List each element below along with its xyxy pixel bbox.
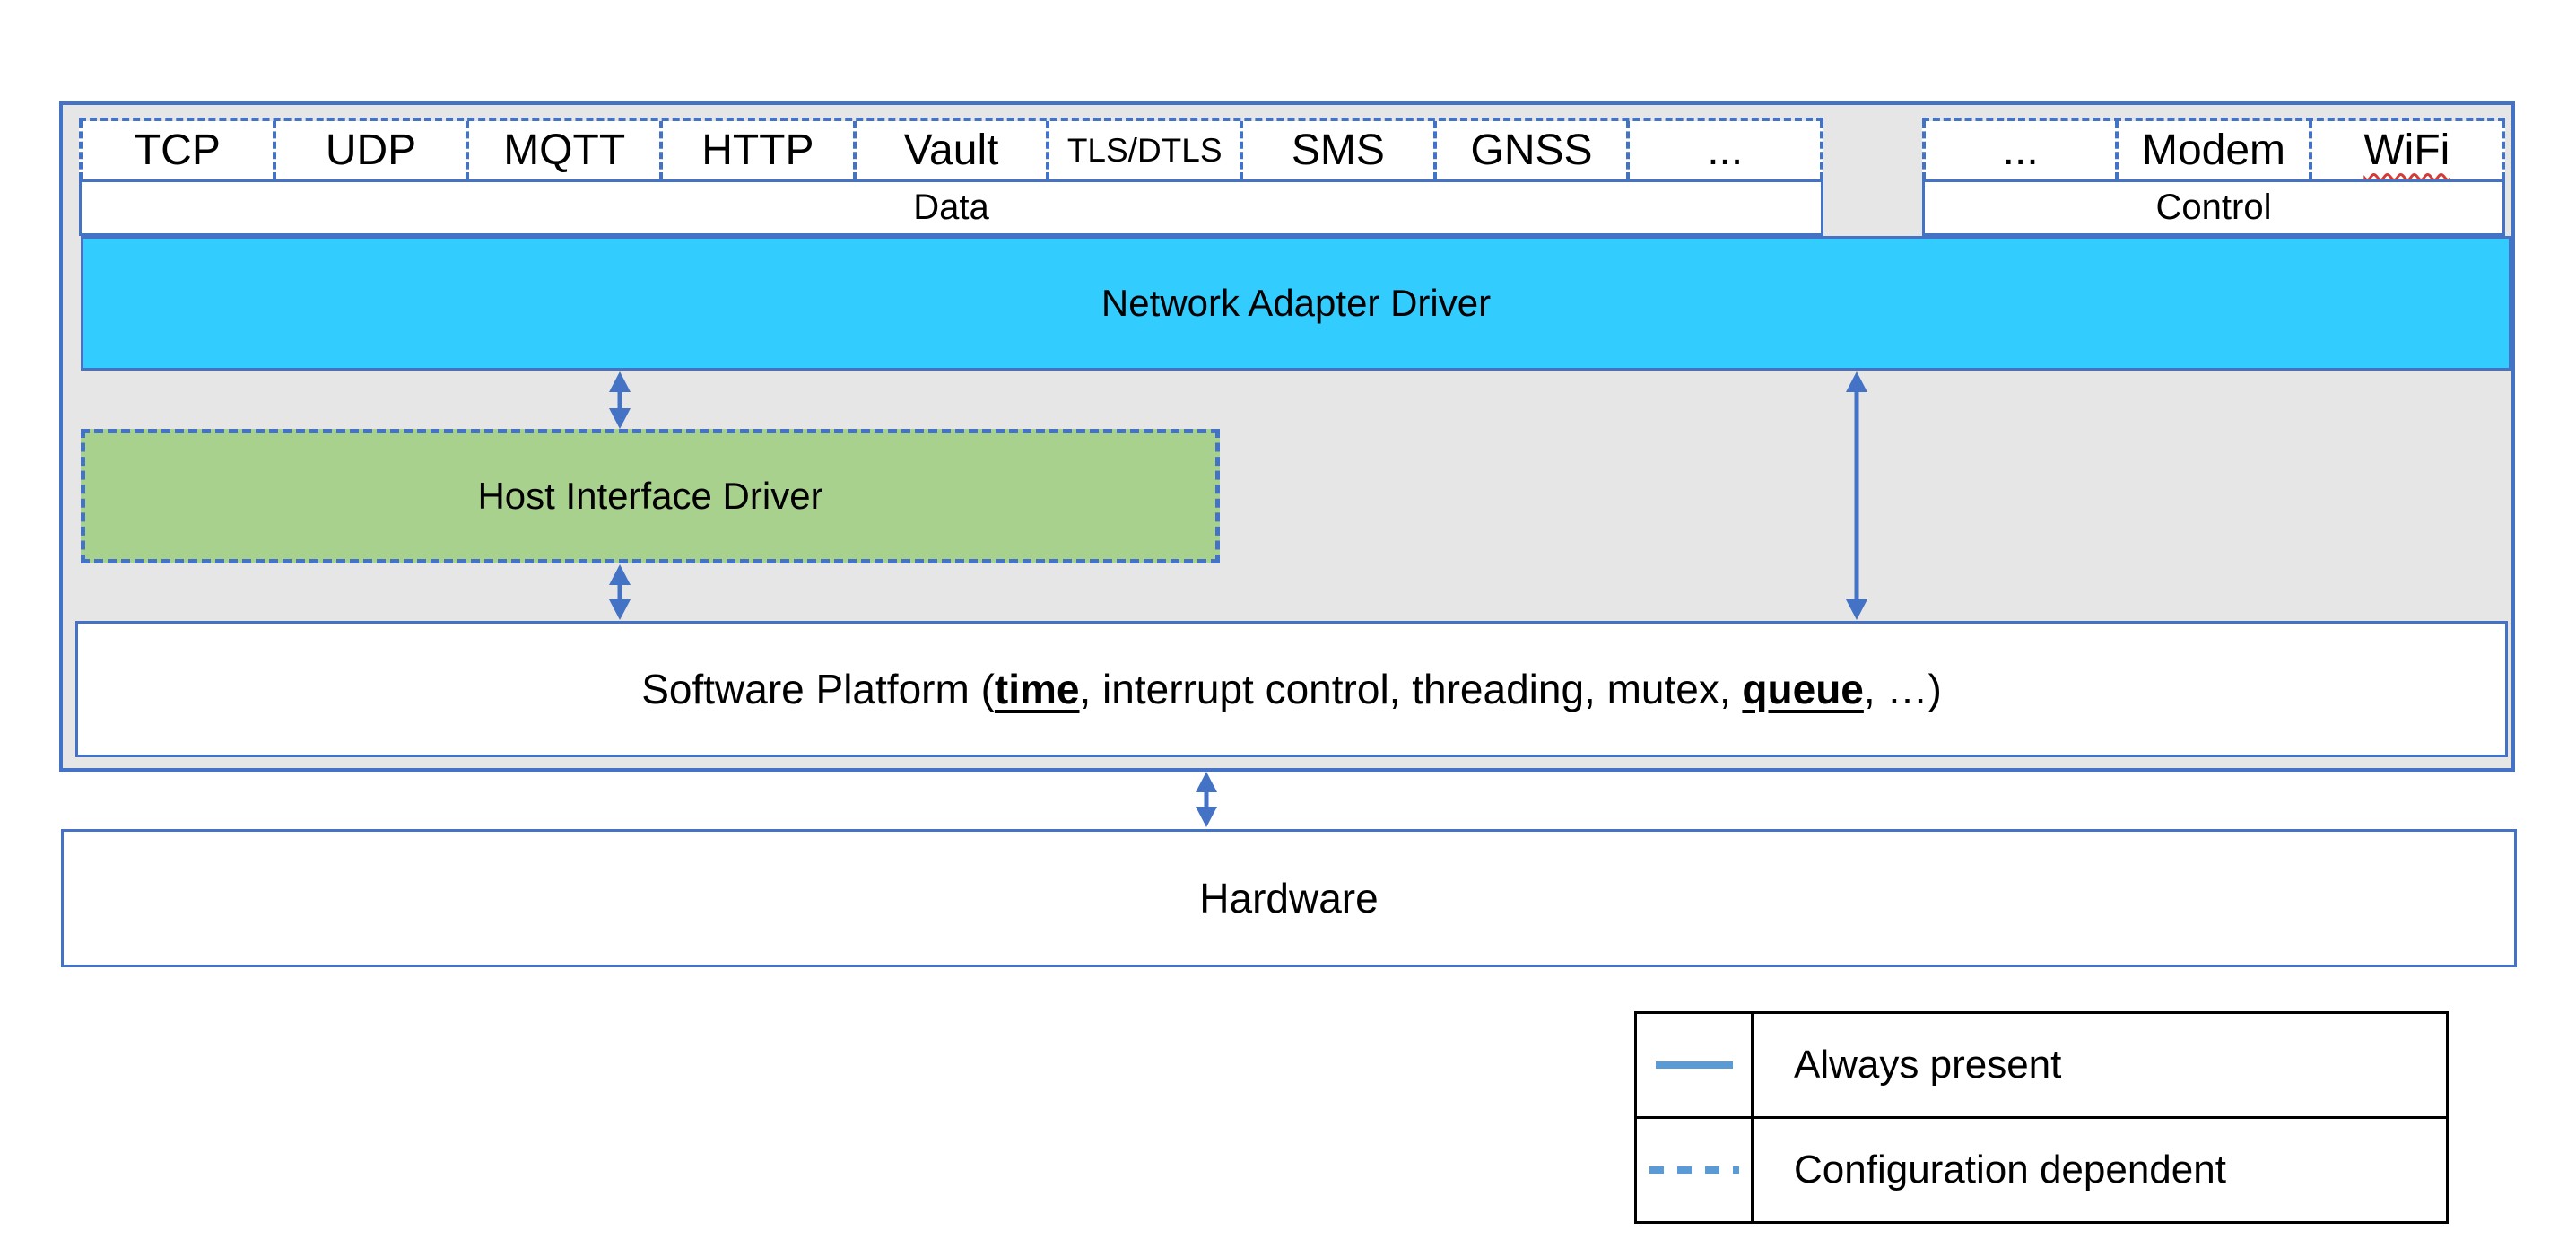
- software-platform-text-segment: time: [994, 666, 1080, 712]
- legend-label: Always present: [1794, 1043, 2062, 1087]
- control-protocol-row: ... Modem WiFi: [1922, 118, 2505, 179]
- protocol-label: TLS/DTLS: [1066, 131, 1223, 169]
- double-arrow-icon: [1196, 772, 1217, 827]
- software-platform-box: Software Platform (time, interrupt contr…: [75, 621, 2508, 757]
- software-platform-label: Software Platform (time, interrupt contr…: [641, 665, 1942, 713]
- protocol-label: ...: [1707, 127, 1744, 174]
- data-band-label: Data: [913, 188, 989, 227]
- protocol-cell: TLS/DTLS: [1046, 121, 1240, 179]
- control-band-label: Control: [2155, 188, 2272, 227]
- protocol-label: HTTP: [701, 127, 814, 174]
- protocol-cell: Modem: [2115, 121, 2309, 179]
- legend-label: Configuration dependent: [1794, 1148, 2226, 1192]
- protocol-label: SMS: [1291, 127, 1385, 174]
- protocol-cell: HTTP: [659, 121, 853, 179]
- protocol-cell: ...: [1922, 121, 2116, 179]
- dashed-line-icon: [1649, 1166, 1739, 1174]
- control-band: Control: [1922, 179, 2505, 236]
- legend-row: Always present: [1637, 1014, 2446, 1116]
- legend-sample-cell: [1637, 1014, 1754, 1116]
- data-protocol-row: TCP UDP MQTT HTTP Vault TLS/DTLS SMS GNSS...: [79, 118, 1824, 179]
- solid-line-icon: [1655, 1061, 1733, 1069]
- software-platform-text-segment: , interrupt control, threading, mutex,: [1079, 666, 1743, 712]
- protocol-cell: TCP: [79, 121, 273, 179]
- protocol-label: TCP: [134, 127, 221, 174]
- protocol-cell: GNSS: [1432, 121, 1627, 179]
- software-platform-text-segment: Software Platform (: [641, 666, 995, 712]
- host-interface-driver-label: Host Interface Driver: [477, 475, 823, 517]
- data-band: Data: [79, 179, 1823, 236]
- protocol-label: WiFi: [2363, 127, 2450, 174]
- protocol-cell: WiFi: [2308, 121, 2505, 179]
- protocol-cell: SMS: [1240, 121, 1433, 179]
- software-platform-text-segment: , …): [1863, 666, 1942, 712]
- legend-row: Configuration dependent: [1637, 1116, 2446, 1221]
- hardware-label: Hardware: [1199, 875, 1379, 921]
- protocol-cell: UDP: [272, 121, 466, 179]
- protocol-label: Modem: [2141, 127, 2286, 174]
- legend-sample-cell: [1637, 1119, 1754, 1221]
- protocol-label: MQTT: [503, 127, 626, 174]
- protocol-cell: Vault: [852, 121, 1047, 179]
- protocol-cell: MQTT: [466, 121, 660, 179]
- protocol-cell: ...: [1626, 121, 1824, 179]
- host-interface-driver-box: Host Interface Driver: [81, 429, 1220, 563]
- protocol-label: GNSS: [1470, 127, 1593, 174]
- protocol-label: Vault: [903, 127, 999, 174]
- network-adapter-driver-label: Network Adapter Driver: [1101, 282, 1492, 324]
- protocol-label: ...: [2002, 127, 2039, 174]
- software-platform-text-segment: queue: [1742, 666, 1864, 712]
- protocol-label: UDP: [325, 127, 417, 174]
- hardware-box: Hardware: [61, 829, 2517, 967]
- network-adapter-driver-box: Network Adapter Driver: [81, 236, 2511, 371]
